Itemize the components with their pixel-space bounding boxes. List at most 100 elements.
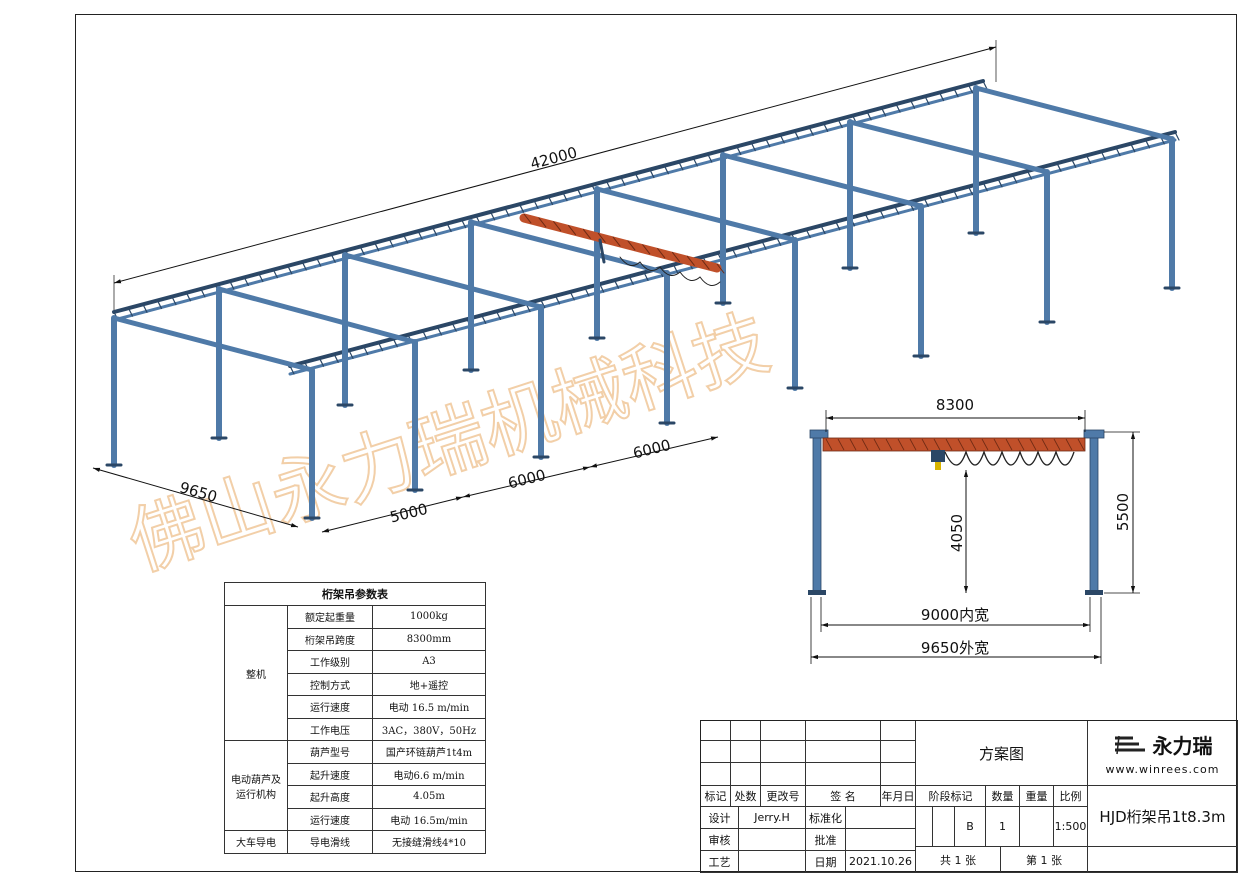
- param-value: 国产环链葫芦1t4m: [372, 740, 486, 764]
- param-name: 桁架吊跨度: [287, 627, 373, 651]
- hoist-body: [931, 450, 945, 462]
- inner-width-dimension: 9000内宽: [921, 606, 989, 624]
- group-label: 大车导电: [224, 830, 288, 854]
- param-value: 8300mm: [372, 627, 486, 651]
- param-value: 地+遥控: [372, 672, 486, 696]
- front-runway-web: [451, 322, 457, 332]
- company-website: www.winrees.com: [1105, 763, 1220, 776]
- left-column: [812, 432, 822, 594]
- front-runway-web: [584, 287, 590, 297]
- girder-web: [1017, 438, 1025, 451]
- front-runway-web: [569, 291, 575, 301]
- girder-web: [885, 438, 893, 451]
- label-mark: 标记: [701, 786, 731, 807]
- girder-web: [837, 438, 845, 451]
- param-name: 控制方式: [287, 672, 373, 696]
- total-sheets: 共 1 张: [916, 847, 1001, 873]
- front-runway-web: [1012, 174, 1018, 184]
- label-quantity: 数量: [986, 786, 1020, 807]
- back-runway-web: [185, 292, 192, 302]
- left-runway: [809, 429, 829, 439]
- cross-beam: [594, 186, 798, 243]
- param-name: 导电滑线: [287, 830, 373, 854]
- girder-web: [849, 438, 857, 451]
- cross-beam: [720, 152, 924, 209]
- label-design: 设计: [701, 807, 739, 829]
- girder-web: [1053, 438, 1061, 451]
- label-stage-mark: 阶段标记: [916, 786, 986, 807]
- logo-mark-icon: [1114, 735, 1145, 754]
- festoon-3d: [679, 271, 701, 282]
- front-runway-web: [392, 338, 398, 348]
- front-runway-web: [481, 314, 487, 324]
- girder-web: [897, 438, 905, 451]
- front-runway-web: [289, 365, 295, 375]
- girder-web: [873, 438, 881, 451]
- param-value: 电动 16.5 m/min: [372, 695, 486, 719]
- right-runway: [1083, 429, 1105, 439]
- scale-value: 1:500: [1054, 807, 1088, 847]
- param-name: 葫芦型号: [287, 740, 373, 764]
- girder-web: [1029, 438, 1037, 451]
- drawing-frame: [75, 14, 1237, 872]
- label-review: 审核: [701, 829, 739, 851]
- title-block: 标记 处数 更改号 签 名 年月日 设计 Jerry.H 标准化 审核 批准 工…: [700, 720, 1238, 873]
- param-value: 无接缝滑线4*10: [372, 830, 486, 854]
- group-label: 电动葫芦及运行机构: [224, 740, 288, 831]
- param-value: 4.05m: [372, 785, 486, 809]
- back-runway-web: [142, 303, 148, 313]
- girder-web: [825, 438, 833, 451]
- param-value: 电动 16.5m/min: [372, 807, 486, 831]
- param-name: 起升速度: [287, 762, 373, 786]
- label-date: 日期: [806, 851, 846, 873]
- front-runway-web: [554, 295, 561, 305]
- cross-beam: [847, 119, 1050, 175]
- group-label: 整机: [224, 605, 288, 741]
- girder-web: [909, 438, 917, 451]
- front-runway-web: [1071, 158, 1077, 168]
- front-runway-web: [997, 178, 1003, 188]
- back-runway-web: [127, 307, 134, 317]
- company-name: 永力瑞: [1152, 734, 1213, 758]
- hoist-3d: [598, 238, 606, 264]
- param-value: 电动6.6 m/min: [372, 762, 486, 786]
- label-approve: 批准: [806, 829, 846, 851]
- girder-web: [1077, 438, 1085, 451]
- cross-beam: [342, 252, 544, 310]
- label-scale: 比例: [1054, 786, 1088, 807]
- front-runway-web: [1026, 170, 1033, 180]
- param-name: 起升高度: [287, 785, 373, 809]
- total-height-dimension: 5500: [1114, 493, 1132, 531]
- front-runway-web: [333, 353, 339, 363]
- bay-2-dimension: 6000: [506, 466, 547, 493]
- girder-web: [945, 438, 953, 451]
- back-runway-web: [156, 299, 163, 310]
- label-weight: 重量: [1020, 786, 1054, 807]
- girder-web: [933, 438, 941, 451]
- front-runway-web: [495, 310, 502, 320]
- front-runway-web: [422, 330, 428, 340]
- back-runway-web: [171, 296, 177, 306]
- front-runway-web: [1174, 131, 1180, 141]
- girder-web: [969, 438, 977, 451]
- girder-web: [981, 438, 989, 451]
- label-change-no: 更改号: [761, 786, 806, 807]
- front-runway-web: [318, 357, 325, 367]
- cross-beam: [111, 315, 315, 373]
- front-runway-web: [599, 283, 605, 293]
- front-runway-web: [436, 326, 443, 336]
- front-runway-web: [1130, 143, 1136, 153]
- cross-beam: [216, 286, 418, 345]
- right-column: [1089, 432, 1099, 594]
- drawing-name: 方案图: [916, 721, 1088, 786]
- param-value: 3AC，380V，50Hz: [372, 717, 486, 741]
- front-runway-web: [540, 299, 546, 309]
- front-runway-web: [1115, 147, 1121, 157]
- overall-length-dimension: 42000: [528, 143, 579, 173]
- girder-web: [1005, 438, 1013, 451]
- param-name: 工作电压: [287, 717, 373, 741]
- company-logo: 永力瑞 www.winrees.com: [1088, 721, 1238, 786]
- parameter-table-title: 桁架吊参数表: [224, 582, 486, 606]
